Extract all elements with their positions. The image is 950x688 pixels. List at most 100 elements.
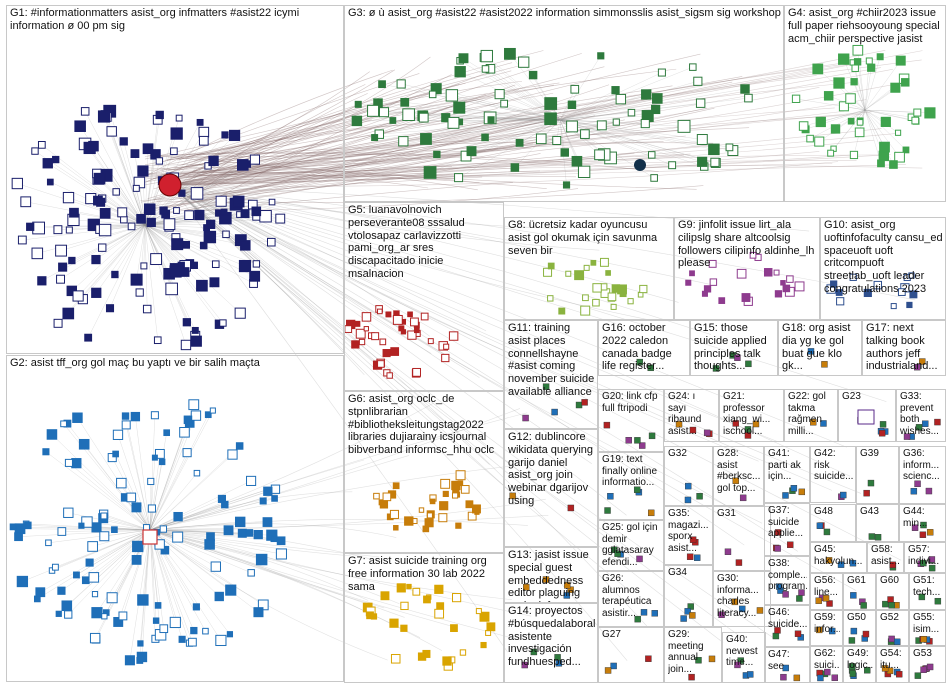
bundle-edge — [169, 151, 820, 186]
network-node — [184, 210, 194, 221]
network-node — [238, 259, 252, 273]
cluster-edge — [118, 529, 151, 623]
network-node — [235, 442, 244, 450]
group-label: G56: line... — [814, 575, 839, 598]
cluster-edge — [404, 102, 561, 121]
group-box-g54: G54: itu... — [876, 646, 909, 683]
network-node — [592, 283, 602, 293]
network-node — [412, 587, 421, 596]
network-node — [724, 548, 732, 555]
bundle-edge — [147, 155, 563, 175]
cluster-edge — [68, 462, 151, 531]
cluster-edge — [149, 498, 223, 531]
bundle-edge — [169, 184, 712, 335]
network-node — [210, 561, 221, 572]
group-label: G61 — [847, 575, 866, 586]
network-node — [64, 458, 73, 467]
network-node — [363, 326, 369, 332]
bundle-edge — [197, 74, 452, 209]
cluster-edge — [559, 119, 703, 163]
group-box-g46: G46: suicide... — [764, 605, 810, 647]
bundle-edge — [169, 128, 882, 186]
group-box-g30: G30: informa... charles literacy... — [713, 571, 771, 627]
network-node — [911, 116, 920, 125]
cluster-edge — [559, 119, 715, 163]
bundle-edge — [169, 118, 472, 159]
network-node — [132, 184, 140, 192]
network-node — [91, 287, 102, 298]
network-node — [612, 118, 620, 126]
bundle-edge — [169, 164, 906, 186]
group-label: G11: training asist places connellshayne… — [508, 322, 595, 398]
network-node — [17, 235, 27, 245]
network-node — [351, 115, 363, 127]
network-node — [798, 121, 809, 131]
network-node — [847, 117, 855, 125]
network-node — [806, 134, 814, 143]
bundle-edge — [149, 529, 421, 638]
network-node — [567, 504, 575, 512]
cluster-edge — [20, 528, 151, 531]
network-node — [377, 360, 385, 368]
group-label: G31 — [717, 508, 736, 519]
network-node — [367, 104, 380, 117]
network-node — [178, 189, 186, 197]
cluster-edge — [864, 109, 912, 118]
network-node — [735, 559, 743, 566]
group-label: G22: gol takma rağmen milli... — [788, 391, 829, 437]
cluster-edge — [864, 109, 917, 122]
network-node — [521, 661, 528, 669]
network-node — [826, 600, 833, 607]
network-node — [564, 582, 571, 589]
bundle-edge — [169, 184, 810, 232]
bundle-edge — [169, 154, 891, 186]
network-node — [154, 448, 165, 459]
cluster-edge — [425, 119, 561, 140]
network-node — [914, 363, 921, 371]
bundle-edge — [169, 160, 857, 186]
cluster-edge — [30, 224, 146, 228]
bundle-edge — [143, 124, 559, 171]
cluster-edge — [817, 68, 866, 111]
bundle-edge — [169, 83, 407, 189]
network-node — [37, 140, 46, 149]
network-node — [150, 149, 161, 160]
network-node — [823, 528, 831, 536]
network-node — [117, 207, 128, 218]
network-node — [88, 572, 100, 583]
cluster-edge — [144, 224, 255, 277]
cluster-edge — [22, 529, 151, 582]
network-node — [57, 586, 66, 595]
network-node — [836, 297, 845, 306]
cluster-edge — [96, 527, 151, 531]
network-node — [648, 432, 656, 440]
group-box-g11: G11: training asist places connellshayne… — [504, 320, 598, 429]
cluster-edge — [22, 224, 146, 241]
network-node — [443, 343, 450, 350]
cluster-edge — [84, 143, 146, 226]
network-node — [253, 607, 264, 618]
network-node — [879, 421, 887, 428]
network-node — [389, 509, 399, 519]
network-node — [119, 137, 128, 146]
network-node — [840, 491, 847, 499]
network-node — [510, 163, 520, 172]
group-label: G24: ı sayı ribaund asist... — [668, 391, 705, 437]
group-label: G15: those suicide applied principles ta… — [694, 322, 770, 373]
network-node — [206, 219, 216, 229]
network-node — [53, 318, 63, 328]
cluster-edge — [149, 454, 233, 531]
cluster-edge — [51, 434, 151, 531]
network-node — [774, 627, 781, 634]
network-node — [878, 430, 886, 437]
network-node — [849, 670, 857, 677]
network-node — [486, 622, 496, 632]
network-node — [136, 213, 146, 224]
network-node — [131, 555, 142, 565]
network-node — [928, 564, 936, 572]
cluster-edge — [453, 119, 561, 124]
network-node — [793, 674, 801, 682]
network-node — [386, 372, 393, 379]
cluster-edge — [55, 529, 151, 568]
network-node — [202, 627, 209, 635]
